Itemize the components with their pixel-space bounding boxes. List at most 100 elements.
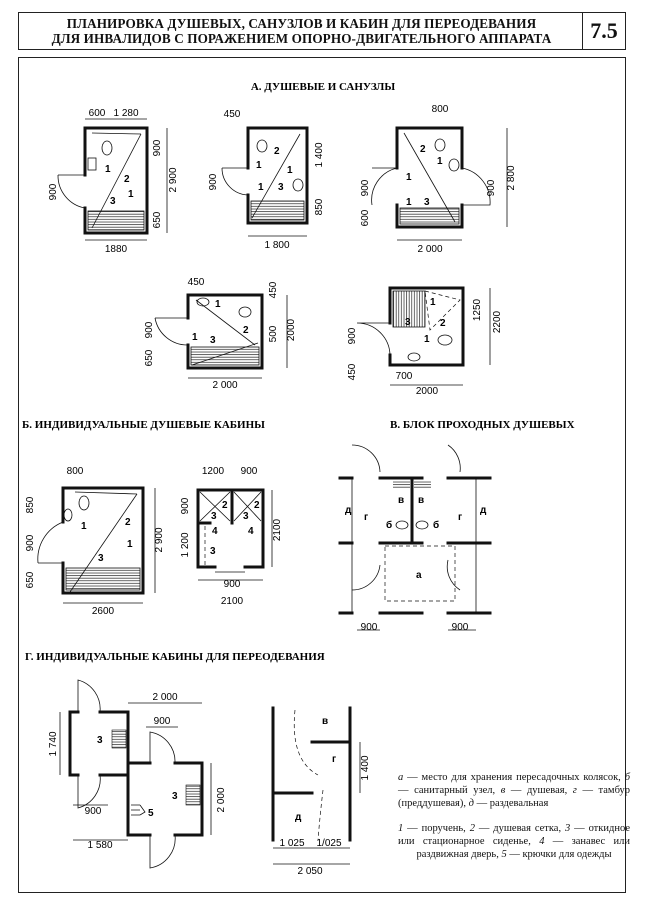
- legend-key: 4: [539, 836, 545, 847]
- dimension-label: 1 400: [314, 142, 325, 167]
- callout: 2: [124, 174, 130, 185]
- legend-key: д: [468, 798, 474, 809]
- dimension-label: 2 000: [212, 380, 237, 391]
- callout: 1: [430, 297, 436, 308]
- callout: 3: [110, 196, 116, 207]
- callout: 1: [215, 299, 221, 310]
- callout: 3: [243, 511, 249, 522]
- room-letter: в: [418, 495, 424, 506]
- dimension-label: 800: [67, 466, 84, 477]
- callout: 3: [97, 735, 103, 746]
- room-letter: д: [295, 812, 302, 823]
- dimension-label: 900: [361, 622, 378, 633]
- callout: 1: [287, 165, 293, 176]
- dimension-label: 900: [360, 179, 371, 196]
- legend-key: 1: [398, 823, 404, 834]
- page-header: ПЛАНИРОВКА ДУШЕВЫХ, САНУЗЛОВ И КАБИН ДЛЯ…: [18, 12, 626, 50]
- room-letter: в: [322, 716, 328, 727]
- callout: 1: [256, 160, 262, 171]
- dimension-label: 700: [396, 371, 413, 382]
- plan-g1: 2 000 900 1 740 2 000 900 1 580 3 3 5: [48, 679, 227, 869]
- legend-key: в: [500, 785, 506, 796]
- dimension-label: 2600: [92, 606, 115, 617]
- room-letter: в: [398, 495, 404, 506]
- legend-text: — поручень,: [403, 823, 470, 834]
- dimension-label: 1200: [202, 466, 225, 477]
- dimension-label: 1880: [105, 244, 128, 255]
- legend-text: — душевая,: [505, 785, 573, 796]
- legend-key: 3: [565, 823, 571, 834]
- callout: 4: [212, 526, 218, 537]
- callout: 2: [440, 318, 446, 329]
- dimension-label: 850: [25, 496, 36, 513]
- callout: 2: [420, 144, 426, 155]
- dimension-label: 600: [89, 108, 106, 119]
- legend-text: — душевая сетка,: [474, 823, 565, 834]
- callout: 3: [424, 197, 430, 208]
- dimension-label: 2 050: [297, 866, 322, 877]
- room-letter: б: [386, 519, 392, 531]
- callout: 3: [211, 511, 217, 522]
- dimension-label: 2 900: [168, 167, 179, 192]
- title-line-1: ПЛАНИРОВКА ДУШЕВЫХ, САНУЗЛОВ И КАБИН ДЛЯ…: [66, 16, 537, 31]
- dimension-label: 900: [48, 183, 59, 200]
- section-title-b: Б. ИНДИВИДУАЛЬНЫЕ ДУШЕВЫЕ КАБИНЫ: [22, 419, 265, 431]
- dimension-label: 2200: [492, 310, 503, 333]
- legend-text: — занавес или раздвижная дверь,: [416, 836, 630, 860]
- dimension-label: 1 280: [113, 108, 138, 119]
- dimension-label: 800: [432, 104, 449, 115]
- callout: 2: [254, 500, 260, 511]
- callout: 2: [243, 325, 249, 336]
- dimension-label: 650: [25, 571, 36, 588]
- callout: 3: [210, 546, 216, 557]
- callout: 3: [98, 553, 104, 564]
- callout: 1: [128, 189, 134, 200]
- dimension-label: 1 025: [279, 838, 304, 849]
- plan-a2: 450 1 400 900 850 1 800 2 1 1 1 3: [208, 109, 325, 251]
- dimension-label: 2000: [286, 318, 297, 341]
- dimension-label: 2100: [221, 596, 244, 607]
- plan-b1: 800 850 900 650 2 900 2600 1 2 1 3: [25, 466, 165, 617]
- dimension-label: 500: [268, 325, 279, 342]
- dimension-label: 2100: [272, 518, 283, 541]
- dimension-label: 2 800: [506, 165, 517, 190]
- callout: 3: [405, 317, 411, 328]
- callout: 1: [424, 334, 430, 345]
- dimension-label: 1 200: [180, 532, 191, 557]
- section-number: 7.5: [582, 13, 625, 49]
- dimension-label: 900: [25, 534, 36, 551]
- dimension-label: 2000: [416, 386, 439, 397]
- dimension-label: 900: [241, 466, 258, 477]
- legend-key: г: [572, 785, 577, 796]
- plan-b2: 1200 900 900 1 200 2100 900 2100 2 3 2 3…: [180, 466, 283, 607]
- legend-numbers: 1 — поручень, 2 — душевая сетка, 3 — отк…: [398, 822, 630, 861]
- dimension-label: 650: [144, 349, 155, 366]
- legend-text: — крючки для одежды: [506, 849, 612, 860]
- dimension-label: 850: [314, 198, 325, 215]
- callout: 2: [125, 517, 131, 528]
- plan-a1: 600 1 280 900 2 900 900 650 1880 1 2 1 3: [48, 108, 179, 255]
- dimension-label: 1/025: [316, 838, 341, 849]
- callout: 1: [437, 156, 443, 167]
- section-title-v: В. БЛОК ПРОХОДНЫХ ДУШЕВЫХ: [390, 419, 575, 431]
- room-letter: а: [416, 570, 422, 581]
- dimension-label: 2 900: [154, 527, 165, 552]
- legend-key: 5: [501, 849, 507, 860]
- dimension-label: 450: [188, 277, 205, 288]
- dimension-label: 2 000: [417, 244, 442, 255]
- dimension-label: 1 580: [87, 840, 112, 851]
- legend-text: — санитарный узел,: [398, 785, 501, 796]
- callout: 4: [248, 526, 254, 537]
- dimension-label: 450: [347, 363, 358, 380]
- title-line-2: ДЛЯ ИНВАЛИДОВ С ПОРАЖЕНИЕМ ОПОРНО-ДВИГАТ…: [51, 31, 552, 46]
- callout: 3: [210, 335, 216, 346]
- dimension-label: 900: [452, 622, 469, 633]
- legend-key: а: [398, 772, 404, 783]
- plan-g2: 1 400 1 025 1/025 2 050 в г д: [271, 706, 371, 877]
- legend-key: 2: [469, 823, 475, 834]
- callout: 1: [406, 197, 412, 208]
- dimension-label: 2 000: [152, 692, 177, 703]
- dimension-label: 900: [180, 497, 191, 514]
- legend-text: — тамбур (преддушевая),: [398, 785, 631, 809]
